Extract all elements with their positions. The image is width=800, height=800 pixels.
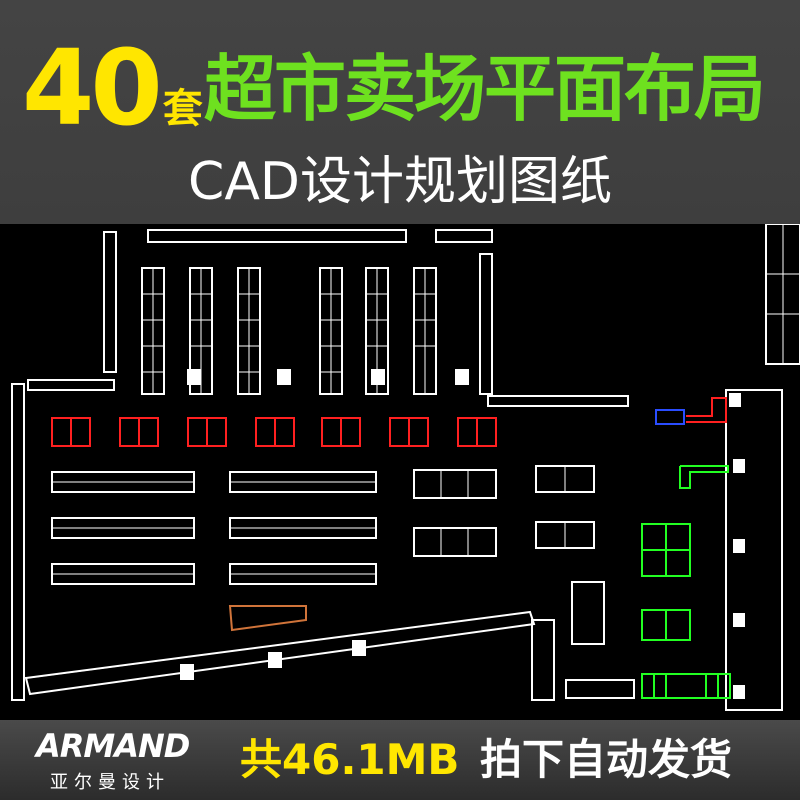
set-count: 40 套 bbox=[22, 20, 203, 140]
banner-subtitle: CAD设计规划图纸 bbox=[188, 152, 612, 212]
auto-ship-notice: 拍下自动发货 bbox=[480, 735, 733, 784]
set-count-number: 40 bbox=[22, 27, 163, 149]
brand-logo-text: ARMAND bbox=[36, 727, 190, 765]
banner-title: 超市卖场平面布局 bbox=[204, 47, 766, 131]
cad-floor-plan bbox=[0, 224, 800, 720]
brand-logo-subtitle: 亚尔曼设计 bbox=[50, 772, 170, 793]
footer-bar: ARMAND 亚尔曼设计 共46.1MB 拍下自动发货 bbox=[0, 720, 800, 800]
banner: 40 套 超市卖场平面布局 CAD设计规划图纸 bbox=[0, 0, 800, 225]
floor-plan-drawing bbox=[11, 224, 800, 711]
file-size: 共46.1MB bbox=[240, 735, 460, 784]
brand-logo: ARMAND 亚尔曼设计 bbox=[30, 720, 230, 800]
set-count-unit: 套 bbox=[162, 86, 203, 132]
